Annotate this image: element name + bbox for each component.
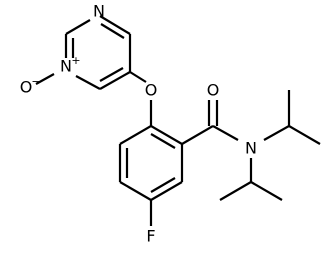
atom-n-amide: N <box>245 139 257 158</box>
bond-c12-c7 <box>150 125 183 145</box>
bond-c4-n5 <box>75 75 101 90</box>
bond-c6-n1 <box>65 19 91 35</box>
bond-c12-c-amide <box>181 125 214 145</box>
bond-c10-c11 <box>150 181 183 201</box>
bond-n-oxide <box>35 73 55 85</box>
bond-c12-c7-double <box>150 133 176 149</box>
charge-minus: − <box>31 75 40 88</box>
atom-n-oxide-nitrogen: N <box>60 57 72 76</box>
atom-n-pyrimidine: N <box>93 2 105 21</box>
bond-n1-c2-double <box>100 23 125 39</box>
bond-c-amide-n <box>212 125 239 141</box>
charge-plus: + <box>71 54 80 67</box>
bond-c3-c4 <box>99 71 131 90</box>
bond-ch1-me2 <box>288 125 321 145</box>
bond-c3-o-ether <box>129 71 147 83</box>
bond-c10-c11-double <box>150 177 176 193</box>
bond-c9-c10 <box>119 181 152 201</box>
atom-o-carbonyl: O <box>207 81 220 100</box>
atom-fluorine: F <box>146 227 155 246</box>
atom-o-oxide: O <box>20 78 33 97</box>
bond-lines <box>35 15 321 226</box>
bond-c3-c4-double <box>99 67 124 82</box>
bond-ch2-me3 <box>219 181 252 201</box>
atom-labels: N N + O − O O N F <box>20 2 257 246</box>
bond-n-ch1 <box>263 125 290 141</box>
bond-c7-c8 <box>119 125 152 145</box>
bond-ch2-me4 <box>250 181 283 201</box>
atom-o-ether: O <box>145 81 158 100</box>
bond-n1-c2 <box>99 15 131 35</box>
